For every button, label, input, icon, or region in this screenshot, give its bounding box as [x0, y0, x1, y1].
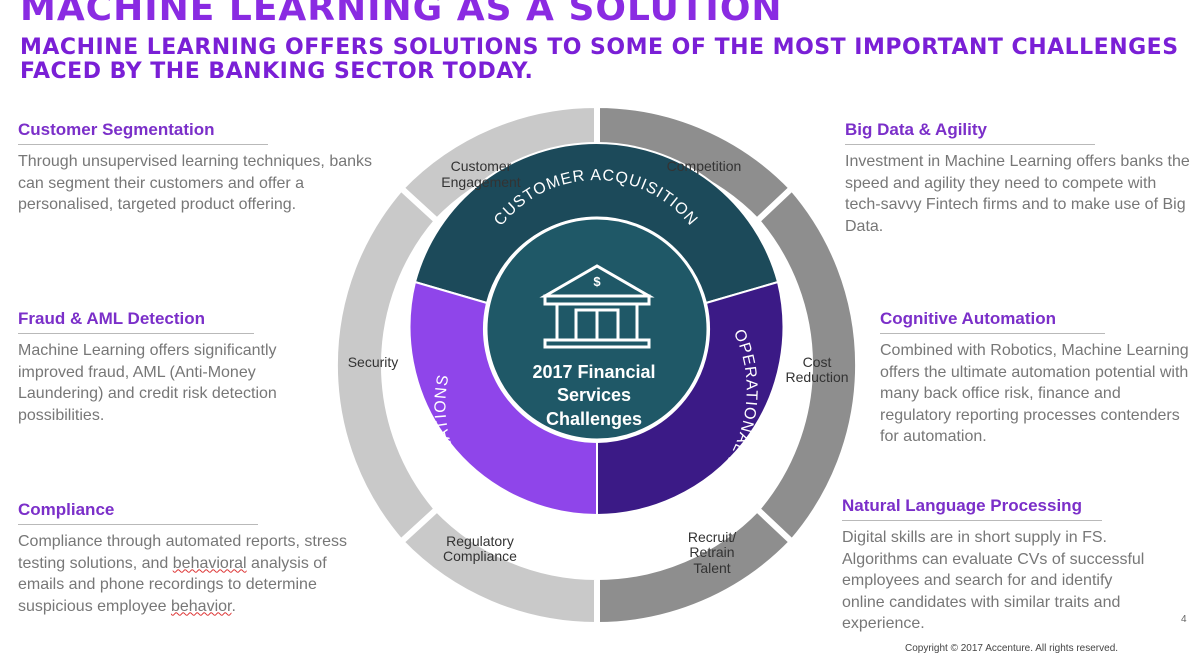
- customer-segmentation-block: Customer Segmentation Through unsupervis…: [18, 120, 378, 216]
- bank-icon: [539, 264, 655, 349]
- outer-segment-regulatory-compliance: [396, 504, 600, 629]
- center-title-line-3: Challenges: [546, 409, 642, 429]
- cognitive-automation-heading: Cognitive Automation: [880, 309, 1105, 334]
- customer-engagement-label-1: Customer: [451, 158, 512, 174]
- recruit-label-3: Talent: [693, 560, 730, 576]
- regulatory-compliance-label-1: Regulatory: [446, 533, 514, 549]
- recruit-label-2: Retrain: [689, 544, 734, 560]
- customer-segmentation-text: Through unsupervised learning techniques…: [18, 153, 373, 213]
- page-subtitle: MACHINE LEARNING OFFERS SOLUTIONS TO SOM…: [20, 35, 1179, 84]
- nlp-text: Digital skills are in short supply in FS…: [842, 529, 1145, 632]
- fraud-aml-text: Machine Learning offers significantly im…: [18, 342, 277, 424]
- fraud-aml-block: Fraud & AML Detection Machine Learning o…: [18, 309, 318, 426]
- center-title-line-2: Services: [557, 385, 631, 405]
- compliance-heading: Compliance: [18, 500, 258, 525]
- compliance-text-part: Compliance through automated reports, st…: [18, 533, 348, 572]
- compliance-block: Compliance Compliance through automated …: [18, 500, 368, 617]
- center-title-line-1: 2017 Financial: [532, 362, 655, 382]
- nlp-block: Natural Language Processing Digital skil…: [842, 496, 1152, 635]
- fraud-aml-heading: Fraud & AML Detection: [18, 309, 254, 334]
- nlp-heading: Natural Language Processing: [842, 496, 1102, 521]
- compliance-text-part: .: [231, 597, 236, 615]
- copyright-notice: Copyright © 2017 Accenture. All rights r…: [905, 643, 1119, 654]
- competition-label: Competition: [667, 158, 742, 174]
- compliance-text: Compliance through automated reports, st…: [18, 531, 368, 617]
- compliance-text-spellcheck: behavioral: [172, 554, 247, 572]
- customer-segmentation-heading: Customer Segmentation: [18, 120, 268, 145]
- big-data-text: Investment in Machine Learning offers ba…: [845, 153, 1190, 235]
- recruit-label-1: Recruit/: [688, 529, 736, 545]
- big-data-heading: Big Data & Agility: [845, 120, 1095, 145]
- compliance-text-spellcheck: behavior: [170, 597, 232, 615]
- page-title: MACHINE LEARNING AS A SOLUTION: [20, 0, 783, 29]
- cost-reduction-label-1: Cost: [803, 354, 832, 370]
- regulatory-compliance-label-2: Compliance: [443, 548, 517, 564]
- cost-reduction-label-2: Reduction: [785, 369, 848, 385]
- customer-engagement-label-2: Engagement: [441, 174, 521, 190]
- big-data-block: Big Data & Agility Investment in Machine…: [845, 120, 1195, 237]
- page-number: 4: [1181, 614, 1187, 625]
- security-label: Security: [348, 354, 399, 370]
- compliance-text-part: analysis of emails and phone recordings …: [18, 554, 327, 615]
- cognitive-automation-text: Combined with Robotics, Machine Learning…: [880, 342, 1189, 445]
- cognitive-automation-block: Cognitive Automation Combined with Robot…: [880, 309, 1195, 448]
- dollar-sign: $: [593, 274, 601, 289]
- inner-segment-regulations: [408, 280, 598, 517]
